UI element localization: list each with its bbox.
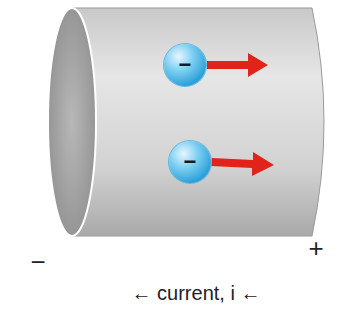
terminal-sign: −	[30, 248, 45, 277]
velocity-arrow	[207, 53, 268, 77]
terminal-sign: +	[308, 234, 323, 263]
charge-sign: −	[179, 54, 192, 76]
velocity-arrow	[211, 152, 274, 176]
current-label: ← current, i ←	[132, 282, 261, 304]
electron: −	[169, 141, 211, 183]
cylinder-body	[72, 8, 324, 236]
cylinder-face	[48, 8, 96, 236]
charge-sign: −	[184, 151, 197, 173]
electron: −	[164, 44, 206, 86]
